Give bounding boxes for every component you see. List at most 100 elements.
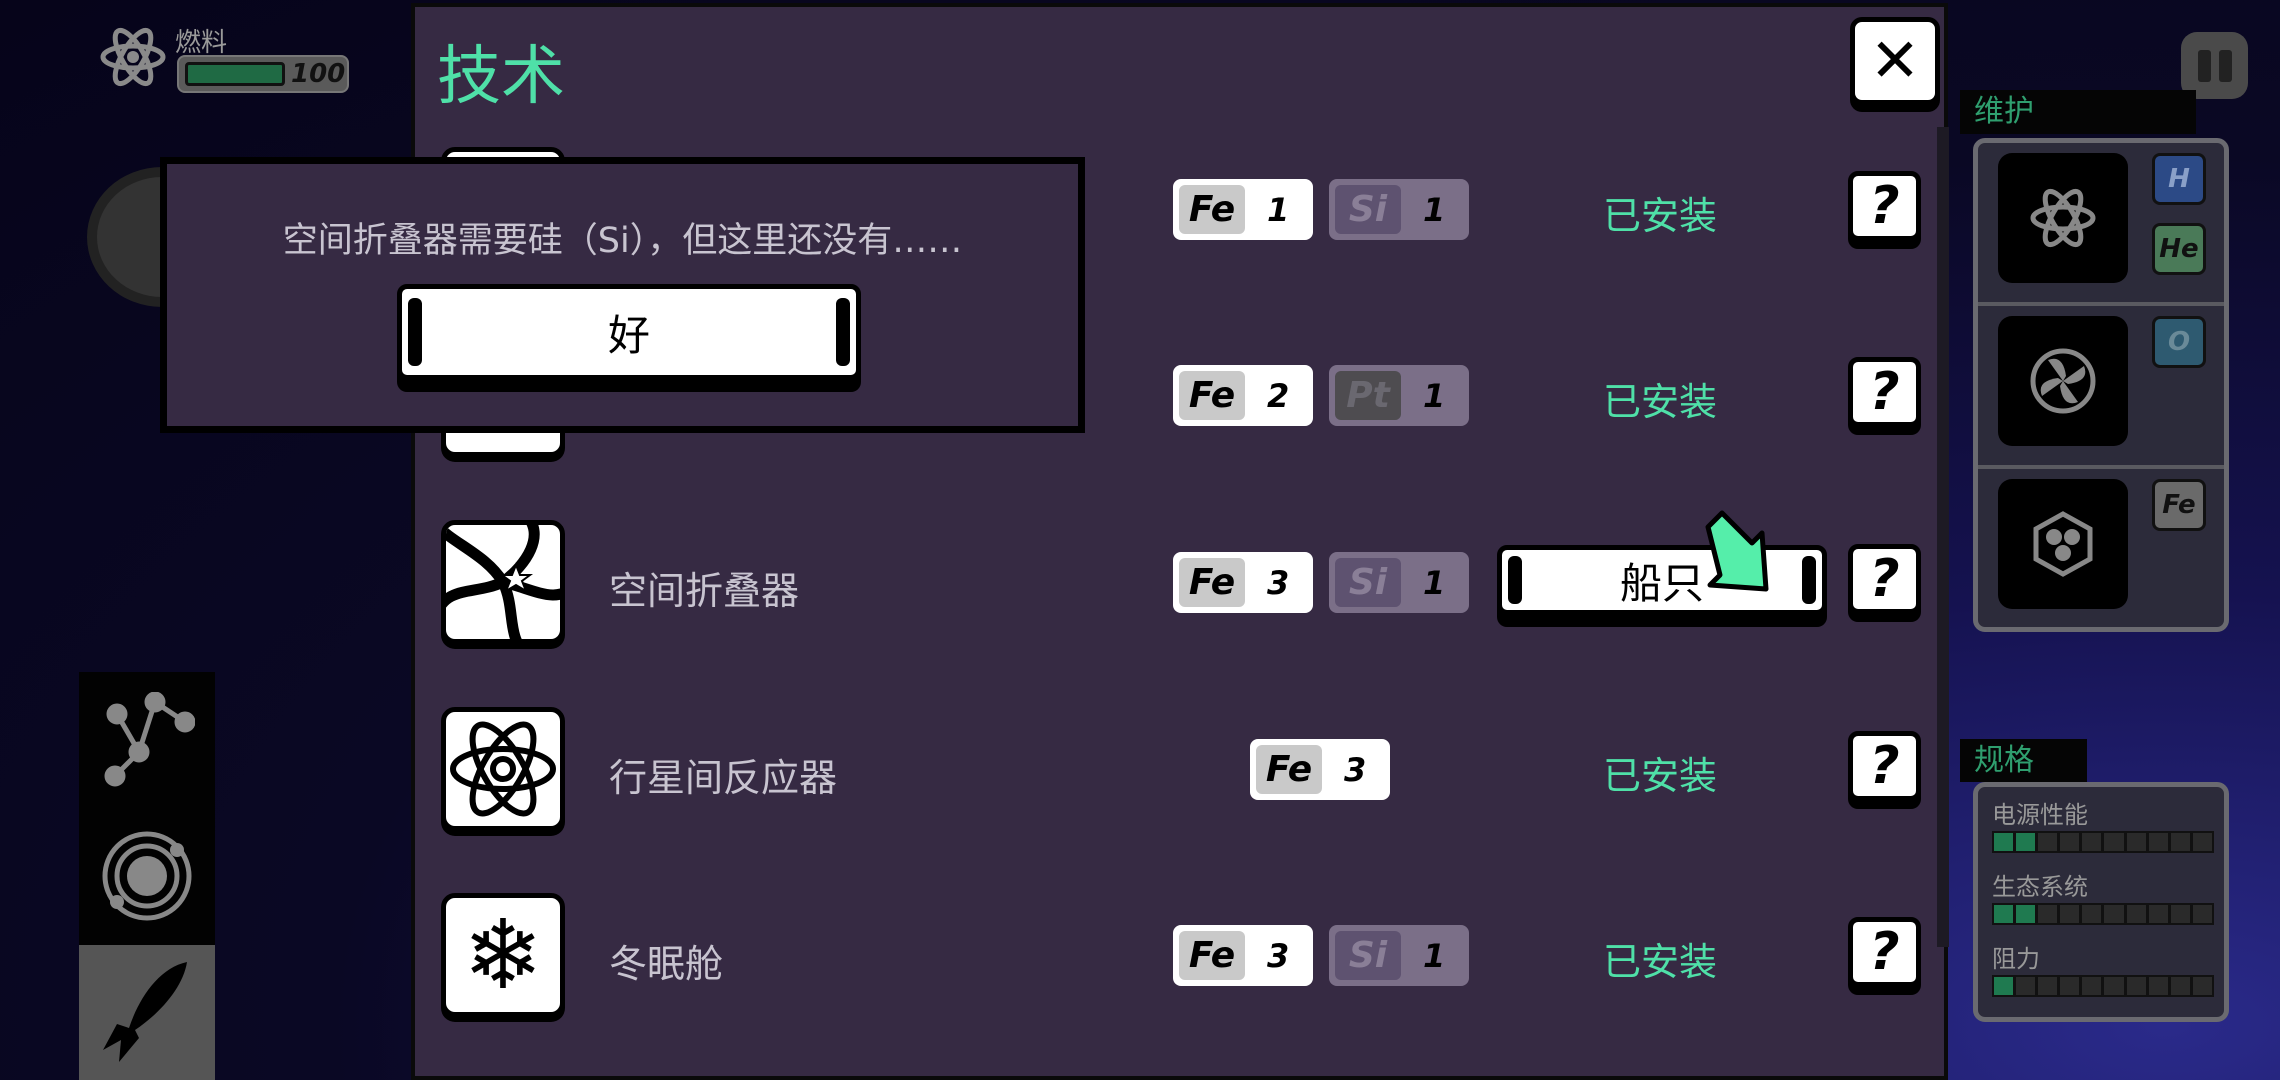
element-symbol: Fe [1179,371,1245,420]
spec-segment [2192,833,2212,851]
maintenance-item[interactable]: H He [1978,143,2224,306]
help-button[interactable]: ? [1848,731,1921,801]
spec-segment [2126,977,2146,995]
atom-icon [441,707,565,831]
cost-chip: Si 1 [1329,925,1469,986]
scrollbar[interactable] [1937,127,1949,947]
spec-segment [2170,977,2190,995]
spiral-icon [441,520,565,644]
nav-starmap[interactable] [79,672,215,807]
constellation-icon [104,691,195,786]
cost-qty: 1 [1423,190,1446,229]
spec-segment [1994,977,2014,995]
cost-qty: 1 [1423,936,1446,975]
spec-segment [2148,905,2168,923]
spec-label: 阻力 [1992,945,2040,973]
pause-icon [2197,49,2211,82]
snowflake-icon: ❄ [441,893,565,1017]
fan-icon [1998,316,2128,446]
spec-segment [2126,833,2146,851]
maintenance-item[interactable]: O [1978,306,2224,469]
spec-segment [2126,905,2146,923]
element-symbol: Pt [1335,371,1401,420]
pointer-arrow-icon [1705,510,1769,592]
fuel-atom-icon [100,27,166,87]
pause-icon-bar [2218,49,2232,82]
nav-ship[interactable] [79,945,215,1080]
spec-segment [2104,977,2124,995]
spec-segment [2148,833,2168,851]
element-symbol: Fe [1179,185,1245,234]
installed-status: 已安装 [1602,380,1717,424]
element-badge: O [2152,316,2206,368]
specs-panel: 电源性能 生态系统 阻力 [1973,782,2229,1022]
ship-button[interactable]: 船只 [1497,545,1827,615]
hull-icon [1998,479,2128,609]
maintenance-label: 维护 [1960,90,2196,134]
spec-segment [2060,977,2080,995]
rocket-icon [103,961,187,1062]
spec-segment [2060,905,2080,923]
dialog-message: 空间折叠器需要硅（Si），但这里还没有…… [282,221,963,261]
cost-qty: 1 [1423,376,1446,415]
spec-segment [2192,977,2212,995]
cost-qty: 3 [1344,750,1367,789]
spec-bar [1992,975,2214,997]
spec-segment [2038,833,2058,851]
installed-status: 已安装 [1602,194,1717,238]
nav-planet[interactable] [79,807,215,945]
spec-label: 生态系统 [1992,873,2088,901]
fuel-label: 燃料 [175,28,228,58]
cost-qty: 1 [1267,190,1290,229]
element-symbol: Si [1335,931,1401,980]
cost-chip: Fe 3 [1250,739,1390,800]
spec-segment [2170,833,2190,851]
spec-bar [1992,903,2214,925]
spec-segment [2038,905,2058,923]
fuel-gauge: 100 [177,55,349,93]
maintenance-panel: H He O Fe [1973,138,2229,632]
spec-segment [2148,977,2168,995]
element-symbol: Fe [1256,745,1322,794]
maintenance-item[interactable]: Fe [1978,469,2224,632]
fuel-value: 100 [291,59,346,89]
help-button[interactable]: ? [1848,171,1921,241]
spec-segment [2192,905,2212,923]
help-button[interactable]: ? [1848,357,1921,427]
spec-segment [2016,833,2036,851]
close-button[interactable]: ✕ [1850,17,1940,105]
alert-dialog: 空间折叠器需要硅（Si），但这里还没有…… 好 [160,157,1085,433]
spec-segment [2082,977,2102,995]
help-button[interactable]: ? [1848,544,1921,614]
ok-button[interactable]: 好 [397,284,861,380]
element-badge: He [2152,223,2206,275]
tech-name: 行星间反应器 [609,756,838,800]
spec-bar [1992,831,2214,853]
cost-chip: Fe 1 [1173,179,1313,240]
element-badge: H [2152,153,2206,205]
spec-segment [2104,905,2124,923]
fuel-fill [185,62,285,86]
cost-qty: 3 [1267,563,1290,602]
cost-chip: Si 1 [1329,179,1469,240]
panel-title: 技术 [437,40,565,114]
element-symbol: Si [1335,185,1401,234]
cost-chip: Fe 3 [1173,552,1313,613]
close-icon: ✕ [1869,26,1921,96]
tech-name: 冬眠舱 [609,942,724,986]
atom-icon [1998,153,2128,283]
pause-button[interactable] [2181,32,2248,99]
element-badge: Fe [2152,479,2206,531]
spec-segment [2082,905,2102,923]
element-symbol: Si [1335,558,1401,607]
cost-qty: 3 [1267,936,1290,975]
help-button[interactable]: ? [1848,917,1921,987]
spec-segment [2104,833,2124,851]
element-symbol: Fe [1179,558,1245,607]
